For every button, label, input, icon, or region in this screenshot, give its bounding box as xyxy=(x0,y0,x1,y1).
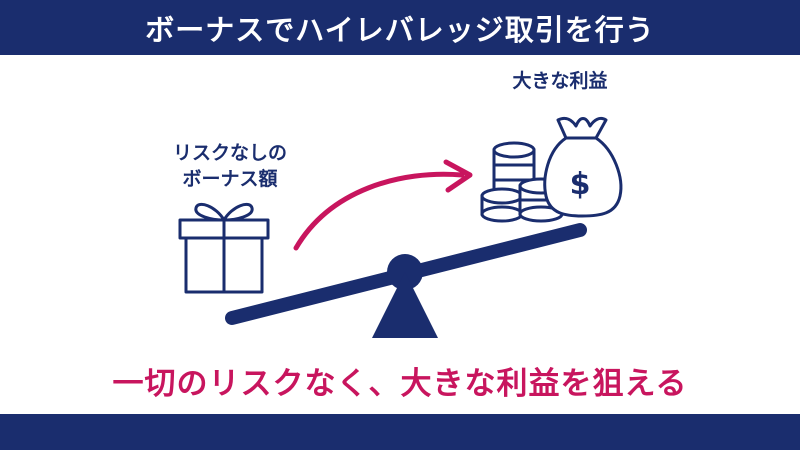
bonus-label: リスクなしの ボーナス額 xyxy=(140,140,320,192)
footer-band xyxy=(0,414,800,450)
seesaw-icon xyxy=(225,223,587,338)
caption-text: 一切のリスクなく、大きな利益を狙える xyxy=(112,366,688,402)
bonus-label-line1: リスクなしの xyxy=(172,142,287,164)
profit-label: 大きな利益 xyxy=(512,70,608,92)
dollar-sign: $ xyxy=(570,167,591,202)
header-band: ボーナスでハイレバレッジ取引を行う xyxy=(0,0,800,55)
curved-arrow-icon xyxy=(293,159,473,251)
bonus-label-line2: ボーナス額 xyxy=(182,168,278,190)
page-title: ボーナスでハイレバレッジ取引を行う xyxy=(145,12,655,47)
gift-box-icon xyxy=(178,203,270,294)
money-bag-icon xyxy=(543,116,623,218)
